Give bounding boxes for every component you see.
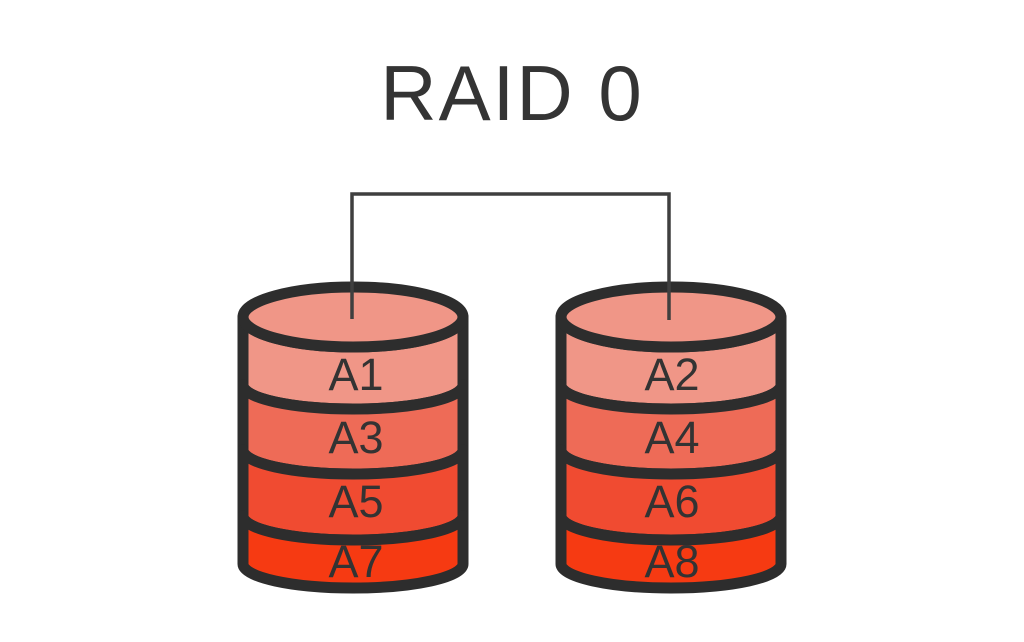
disk-2-stripe-a8 [555, 510, 787, 594]
disk-2: A2 A4 A6 A8 [555, 281, 787, 594]
disk-2-stripe-a6-label: A6 [644, 476, 699, 527]
diagram-title: RAID 0 [380, 49, 644, 137]
disk-2-stripe-a8-label: A8 [644, 536, 699, 587]
disk-1-stripe-a1-label: A1 [328, 349, 383, 400]
disk-2-stripe-a2-label: A2 [644, 349, 699, 400]
disk-1: A1 A3 A5 A7 [237, 281, 469, 594]
connector-line [350, 192, 671, 320]
disk-2-top-platter [555, 281, 787, 353]
disk-2-stripe-a4-label: A4 [644, 412, 699, 463]
disk-1-stripe-a7-label: A7 [328, 536, 383, 587]
disk-1-stripe-a5-label: A5 [328, 476, 383, 527]
disk-1-stripe-a7 [237, 510, 469, 594]
disk-1-stripe-a3-label: A3 [328, 412, 383, 463]
